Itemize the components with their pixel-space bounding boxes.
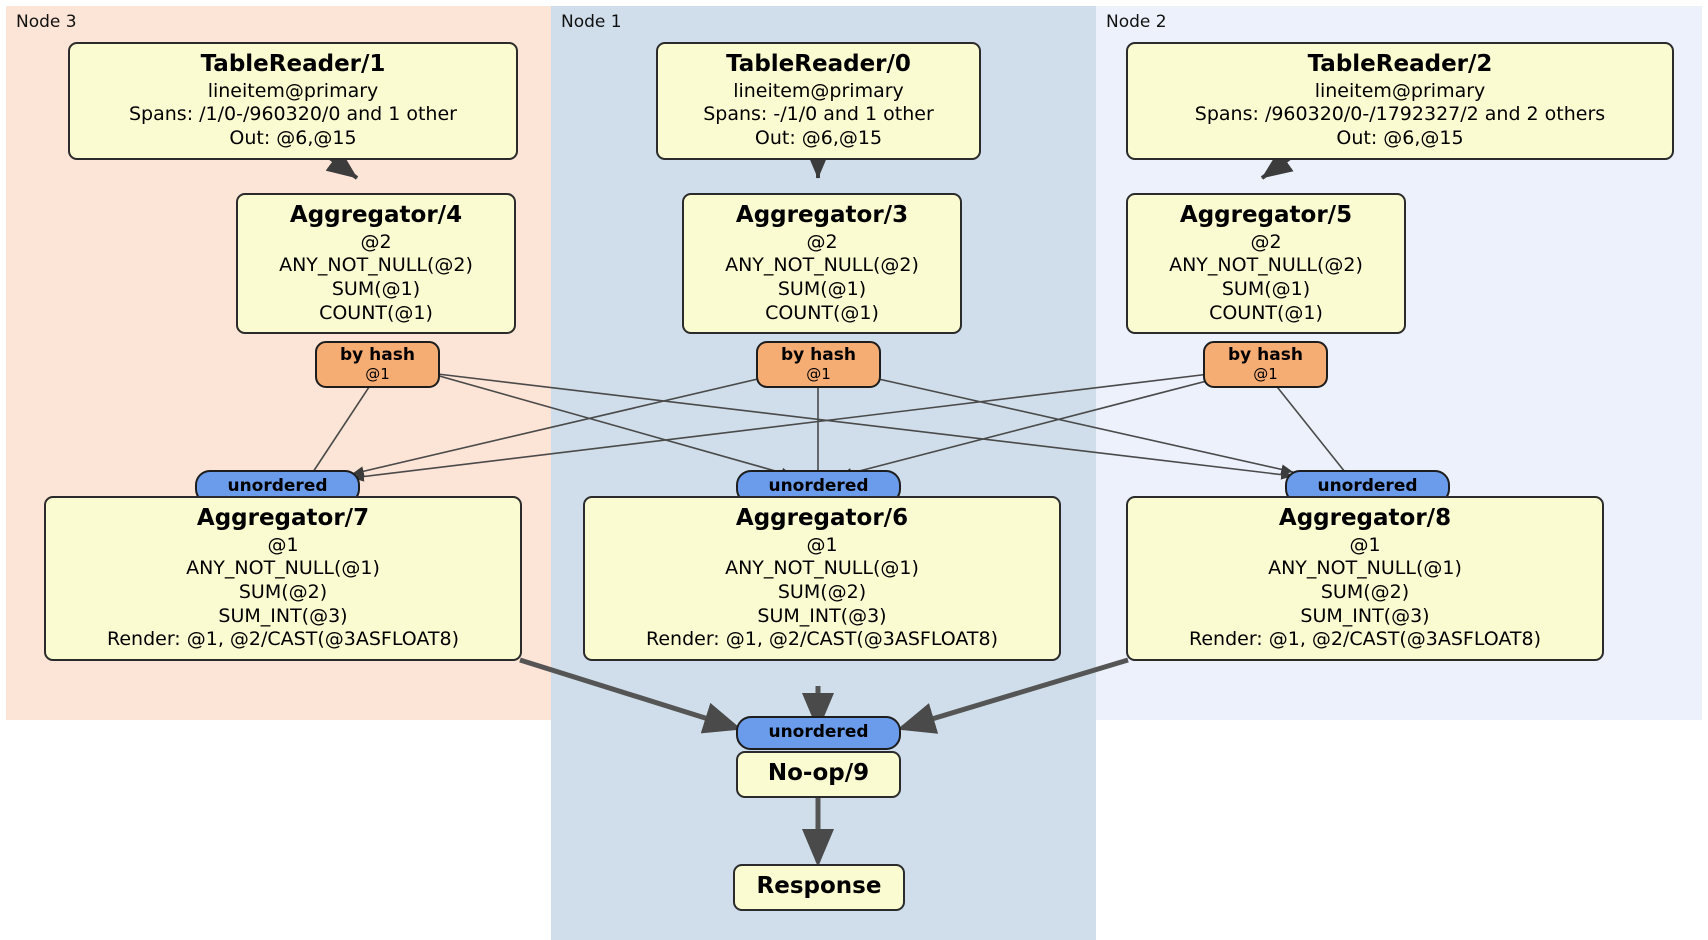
node-agg-3: SUM_INT(@3) [218,604,348,627]
node-title: Aggregator/8 [1278,505,1452,531]
node-spans: Spans: /960320/0-/1792327/2 and 2 others [1194,103,1606,126]
node-title: No-op/9 [767,760,870,786]
node-agg-2: SUM(@1) [777,277,867,300]
node-aggregator-6[interactable]: Aggregator/6 @1 ANY_NOT_NULL(@1) SUM(@2)… [583,496,1061,661]
node-title: Aggregator/6 [735,505,909,531]
node-render: Render: @1, @2/CAST(@3ASFLOAT8) [646,628,998,651]
node-aggregator-4[interactable]: Aggregator/4 @2 ANY_NOT_NULL(@2) SUM(@1)… [236,193,516,335]
router-columns: @1 [806,364,831,383]
node-agg-3: SUM_INT(@3) [1300,604,1430,627]
node-agg-1: ANY_NOT_NULL(@2) [279,254,473,277]
node-panel-label-node3: Node 3 [16,12,77,32]
node-agg-3: COUNT(@1) [319,301,433,324]
node-out: Out: @6,@15 [1336,126,1464,149]
node-agg-2: SUM(@2) [777,580,867,603]
node-group-cols: @1 [267,533,299,556]
node-title: TableReader/1 [200,51,386,77]
node-table: lineitem@primary [207,79,379,102]
node-agg-3: COUNT(@1) [765,301,879,324]
node-tablereader-2[interactable]: TableReader/2 lineitem@primary Spans: /9… [1126,42,1674,160]
node-group-cols: @1 [1349,533,1381,556]
router-label: by hash [781,345,856,365]
node-group-cols: @2 [1250,230,1282,253]
synchronizer-label: unordered [768,722,869,742]
router-columns: @1 [1253,364,1278,383]
node-aggregator-5[interactable]: Aggregator/5 @2 ANY_NOT_NULL(@2) SUM(@1)… [1126,193,1406,335]
router-label: by hash [340,345,415,365]
node-panel-label-node1: Node 1 [561,12,622,32]
node-agg-2: SUM(@2) [238,580,328,603]
node-panel-label-node2: Node 2 [1106,12,1167,32]
router-label: by hash [1228,345,1303,365]
node-aggregator-3[interactable]: Aggregator/3 @2 ANY_NOT_NULL(@2) SUM(@1)… [682,193,962,335]
node-title: Aggregator/3 [735,202,909,228]
node-tablereader-1[interactable]: TableReader/1 lineitem@primary Spans: /1… [68,42,518,160]
synchronizer-label: unordered [768,476,869,496]
node-tablereader-0[interactable]: TableReader/0 lineitem@primary Spans: -/… [656,42,981,160]
node-title: Aggregator/5 [1179,202,1353,228]
node-spans: Spans: -/1/0 and 1 other [703,103,934,126]
node-render: Render: @1, @2/CAST(@3ASFLOAT8) [107,628,459,651]
synchronizer-label: unordered [227,476,328,496]
node-render: Render: @1, @2/CAST(@3ASFLOAT8) [1189,628,1541,651]
synchronizer-label: unordered [1317,476,1418,496]
node-group-cols: @2 [360,230,392,253]
node-group-cols: @2 [806,230,838,253]
node-title: TableReader/2 [1307,51,1493,77]
node-agg-3: COUNT(@1) [1209,301,1323,324]
node-title: Response [756,873,882,899]
node-agg-1: ANY_NOT_NULL(@1) [186,557,380,580]
node-table: lineitem@primary [1314,79,1486,102]
node-title: Aggregator/7 [196,505,370,531]
node-agg-2: SUM(@1) [1221,277,1311,300]
node-agg-2: SUM(@1) [331,277,421,300]
node-response[interactable]: Response [733,864,905,911]
node-no-op-9[interactable]: No-op/9 [736,751,901,798]
router-by-hash-node1[interactable]: by hash @1 [756,341,881,388]
node-table: lineitem@primary [733,79,904,102]
node-group-cols: @1 [806,533,838,556]
node-aggregator-8[interactable]: Aggregator/8 @1 ANY_NOT_NULL(@1) SUM(@2)… [1126,496,1604,661]
router-by-hash-node2[interactable]: by hash @1 [1203,341,1328,388]
node-agg-1: ANY_NOT_NULL(@1) [725,557,919,580]
node-agg-3: SUM_INT(@3) [757,604,887,627]
node-title: TableReader/0 [726,51,911,77]
router-columns: @1 [365,364,390,383]
node-out: Out: @6,@15 [229,126,357,149]
node-agg-1: ANY_NOT_NULL(@2) [725,254,919,277]
node-out: Out: @6,@15 [754,126,883,149]
node-agg-1: ANY_NOT_NULL(@1) [1268,557,1462,580]
node-title: Aggregator/4 [289,202,463,228]
synchronizer-unordered-final[interactable]: unordered [736,716,901,750]
node-agg-1: ANY_NOT_NULL(@2) [1169,254,1363,277]
node-aggregator-7[interactable]: Aggregator/7 @1 ANY_NOT_NULL(@1) SUM(@2)… [44,496,522,661]
router-by-hash-node3[interactable]: by hash @1 [315,341,440,388]
node-agg-2: SUM(@2) [1320,580,1410,603]
node-spans: Spans: /1/0-/960320/0 and 1 other [129,103,457,126]
